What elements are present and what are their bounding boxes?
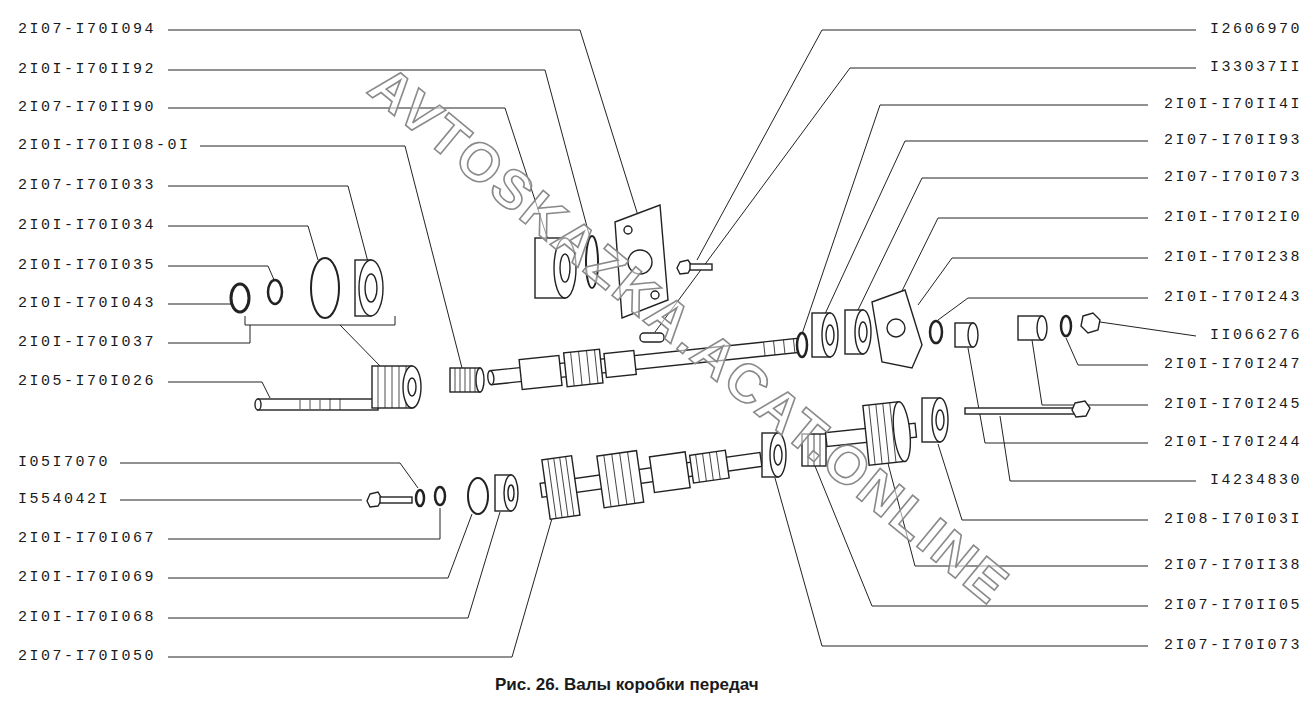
- part-number: 2I0I-I70II08-0I: [18, 137, 191, 155]
- part-number: II066276: [1210, 327, 1302, 345]
- part-number: 2I07-I70I073: [1164, 637, 1302, 655]
- part-number: 2I0I-I70II4I: [1164, 96, 1302, 114]
- part-number: 2I0I-I70I2I0: [1164, 209, 1302, 227]
- part-number: 2I0I-I70I245: [1164, 396, 1302, 414]
- part-number: 2I07-I70II38: [1164, 557, 1302, 575]
- part-number: 2I0I-I70I067: [18, 530, 156, 548]
- part-number: 2I07-I70II05: [1164, 597, 1302, 615]
- part-number: 2I08-I70I03I: [1164, 511, 1302, 529]
- watermark-text: AVTOSKAZKA.ACAT.ONLINE: [358, 53, 1022, 616]
- part-number: 2I0I-I70I035: [18, 257, 156, 275]
- part-number: 2I07-I70I094: [18, 21, 156, 39]
- part-number: 2I0I-I70I247: [1164, 356, 1302, 374]
- part-number: 2I0I-I70I244: [1164, 434, 1302, 452]
- part-number: 2I0I-I70I043: [18, 295, 156, 313]
- part-number: 2I0I-I70I037: [18, 334, 156, 352]
- part-number: 2I07-I70I033: [18, 177, 156, 195]
- leader-lines: [120, 30, 1196, 657]
- part-number: 2I07-I70II93: [1164, 132, 1302, 150]
- part-number: I554042I: [18, 491, 110, 509]
- part-number: 2I07-I70II90: [18, 99, 156, 117]
- figure-caption: Рис. 26. Валы коробки передач: [495, 675, 759, 695]
- part-number: 2I0I-I70I238: [1164, 249, 1302, 267]
- part-number: 2I07-I70I050: [18, 648, 156, 666]
- part-number: 2I0I-I70I243: [1164, 289, 1302, 307]
- part-number: 2I0I-I70II92: [18, 61, 156, 79]
- part-number: I4234830: [1210, 472, 1302, 490]
- part-number: I33037II: [1210, 59, 1302, 77]
- part-number: 2I05-I70I026: [18, 373, 156, 391]
- part-number: I2606970: [1210, 21, 1302, 39]
- parts: [231, 205, 1100, 520]
- part-number: 2I0I-I70I069: [18, 569, 156, 587]
- part-number: 2I07-I70I073: [1164, 169, 1302, 187]
- part-number: I05I7070: [18, 454, 110, 472]
- part-number: 2I0I-I70I068: [18, 609, 156, 627]
- part-number: 2I0I-I70I034: [18, 217, 156, 235]
